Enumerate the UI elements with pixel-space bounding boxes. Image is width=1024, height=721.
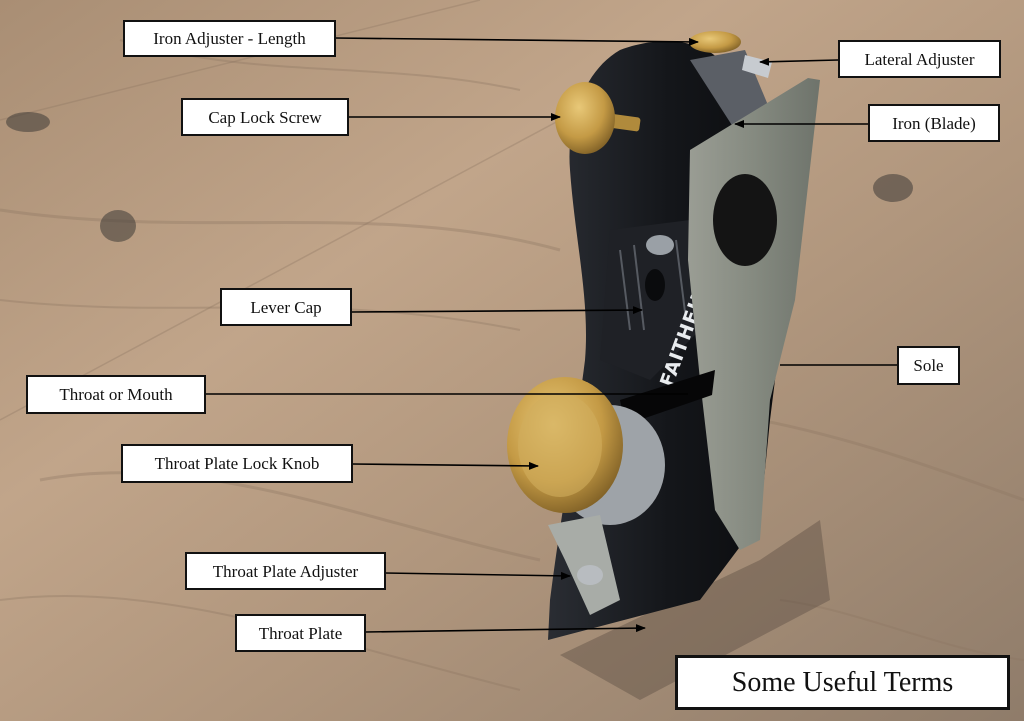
label-lever-cap: Lever Cap xyxy=(220,288,352,326)
lever-cap-plate xyxy=(600,220,700,380)
sole-hole xyxy=(713,174,777,266)
diagram-title: Some Useful Terms xyxy=(675,655,1010,710)
leader-throat-plate-lock-knob xyxy=(351,461,539,470)
label-throat-plate-lock-knob: Throat Plate Lock Knob xyxy=(121,444,353,483)
label-iron-blade: Iron (Blade) xyxy=(868,104,1000,142)
cap-lock-screw-head xyxy=(555,82,615,154)
leader-lines xyxy=(205,37,897,633)
label-throat-plate: Throat Plate xyxy=(235,614,366,652)
label-iron-adjuster-length: Iron Adjuster - Length xyxy=(123,20,336,57)
throat-plate-adjuster-screw xyxy=(577,565,603,585)
lock-knob-face xyxy=(518,393,602,497)
label-cap-lock-screw: Cap Lock Screw xyxy=(181,98,349,136)
plane-shadow xyxy=(560,520,830,700)
label-throat-or-mouth: Throat or Mouth xyxy=(26,375,206,414)
iron-adjuster-nut xyxy=(689,31,741,53)
lever-cap-screw-head xyxy=(646,235,674,255)
leader-throat-plate xyxy=(364,624,646,633)
label-throat-plate-adjuster: Throat Plate Adjuster xyxy=(185,552,386,590)
lever-cap-ribs xyxy=(619,239,687,331)
leader-lateral-adjuster xyxy=(759,57,839,66)
lever-cap-slot xyxy=(645,269,665,301)
leader-throat-plate-adjuster xyxy=(384,571,571,580)
leader-lever-cap xyxy=(351,306,643,315)
label-lateral-adjuster: Lateral Adjuster xyxy=(838,40,1001,78)
wood-knots xyxy=(6,112,913,242)
throat-plate-metal xyxy=(548,515,620,615)
throat-opening xyxy=(620,370,715,425)
leader-iron-adjuster-length xyxy=(334,37,699,46)
label-sole: Sole xyxy=(897,346,960,385)
